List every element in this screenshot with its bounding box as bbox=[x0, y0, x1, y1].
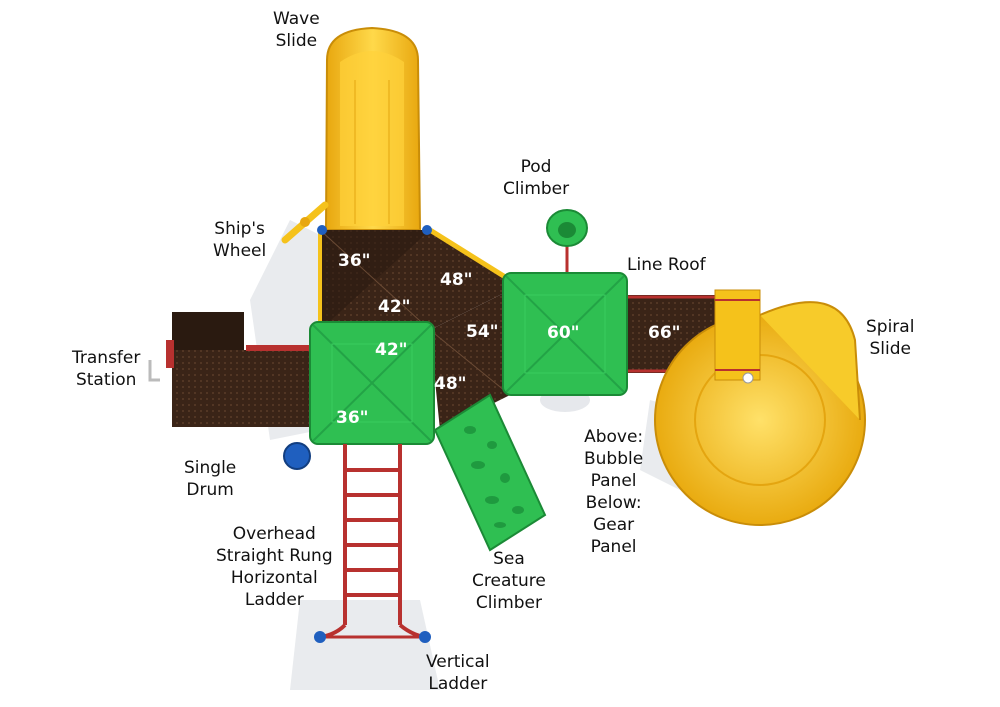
center-deck bbox=[429, 285, 520, 430]
transfer-station bbox=[148, 312, 316, 427]
triangle-deck bbox=[428, 227, 520, 330]
roof-left bbox=[309, 321, 435, 445]
deck-height-roof-right: 60" bbox=[547, 323, 580, 343]
deck-height-top-left: 36" bbox=[338, 251, 371, 271]
ships-wheel-graphic bbox=[281, 201, 329, 244]
sea-creature-climber-graphic bbox=[433, 393, 547, 552]
vertical-ladder-graphic bbox=[314, 631, 431, 643]
deck-height-tri-right: 48" bbox=[440, 270, 473, 290]
deck-height-roof-left-top: 42" bbox=[375, 340, 408, 360]
roof-right bbox=[502, 272, 628, 396]
deck-height-bridge: 66" bbox=[648, 323, 681, 343]
deck-height-lower-tri: 48" bbox=[434, 374, 467, 394]
upper-deck bbox=[318, 229, 431, 331]
wave-slide bbox=[324, 26, 422, 231]
spiral-slide bbox=[654, 289, 866, 526]
pod-climber-graphic bbox=[546, 209, 588, 275]
single-drum-graphic bbox=[283, 442, 311, 470]
overhead-ladder-graphic bbox=[319, 444, 426, 639]
deck-height-roof-left-bottom: 36" bbox=[336, 408, 369, 428]
deck-height-center: 54" bbox=[466, 322, 499, 342]
label-line-roof: Line Roof bbox=[627, 255, 706, 275]
deck-height-tri-left: 42" bbox=[378, 297, 411, 317]
